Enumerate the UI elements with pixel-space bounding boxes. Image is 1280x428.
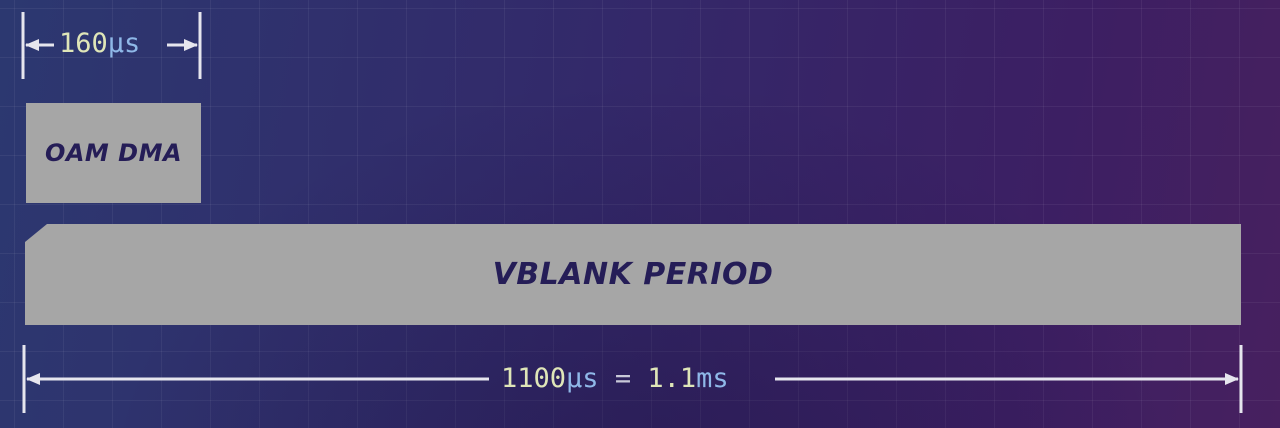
equals-sign: = — [614, 363, 632, 394]
vblank-duration-unit: μs — [566, 363, 599, 394]
vblank-duration-value-ms: 1.1 — [647, 363, 697, 394]
oam-duration-label: 160μs — [59, 30, 140, 57]
vblank-period-block: VBLANK PERIOD — [25, 224, 1241, 325]
vblank-period-label: VBLANK PERIOD — [492, 257, 774, 292]
vblank-duration-unit-ms: ms — [696, 363, 729, 394]
oam-duration-unit: μs — [107, 28, 141, 59]
vblank-duration-label: 1100μs = 1.1ms — [501, 365, 729, 392]
oam-duration-value: 160 — [59, 28, 108, 59]
vblank-duration-value: 1100 — [501, 363, 567, 394]
oam-dma-block: OAM DMA — [26, 103, 201, 203]
oam-dma-label: OAM DMA — [44, 139, 183, 167]
